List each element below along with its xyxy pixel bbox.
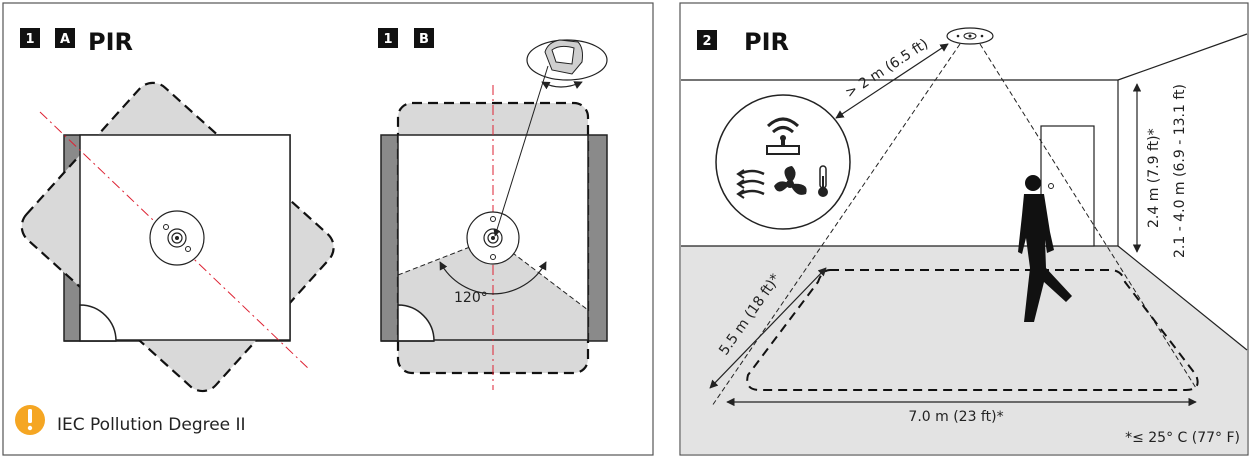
fan-icon (774, 166, 807, 195)
badge-1a-number (20, 28, 40, 48)
badge-1b-number-text: 1 (383, 32, 392, 47)
length-label: 7.0 m (23 ft)* (908, 409, 1003, 425)
panel-1a-title: PIR (88, 28, 133, 56)
badge-1a-number-text: 1 (25, 32, 34, 47)
interference-info-circle (715, 94, 851, 230)
person-icon (1018, 175, 1072, 322)
height-range-label: 2.1 - 4.0 m (6.9 - 13.1 ft) (1172, 84, 1188, 258)
thermometer-icon (818, 165, 828, 197)
badge-1a-letter-text: A (60, 32, 70, 47)
width-arrow (709, 267, 827, 389)
temperature-footnote: *≤ 25° C (77° F) (1125, 430, 1240, 446)
detail-pointer-line (493, 65, 549, 237)
ceiling-sensor (946, 27, 994, 45)
badge-2-number (697, 30, 717, 50)
angle-arc (439, 261, 547, 295)
panel-1b: 1 B 120° (378, 28, 608, 390)
angle-label: 120° (454, 290, 488, 306)
panel-2-title: PIR (744, 28, 789, 56)
sensor-top-view-1b (466, 211, 520, 265)
distance-arrow (835, 43, 949, 119)
badge-1b-number (378, 28, 398, 48)
wifi-icon (766, 117, 800, 155)
pollution-degree-label: IEC Pollution Degree II (57, 415, 246, 435)
panel-2: 2 PIR > 2 m (6.5 ft) (679, 2, 1249, 456)
height-label: 2.4 m (7.9 ft)* (1146, 128, 1162, 228)
badge-2-number-text: 2 (702, 34, 711, 49)
warning-icon (15, 405, 45, 435)
sensor-top-view-1a (149, 210, 205, 266)
badge-1b-letter (414, 28, 434, 48)
sensor-rotation-detail (526, 39, 608, 90)
panel-1a: 1 A PIR IEC Pollution D (15, 28, 335, 435)
airflow-icon (736, 169, 765, 199)
badge-1a-letter (55, 28, 75, 48)
badge-1b-letter-text: B (419, 32, 429, 47)
